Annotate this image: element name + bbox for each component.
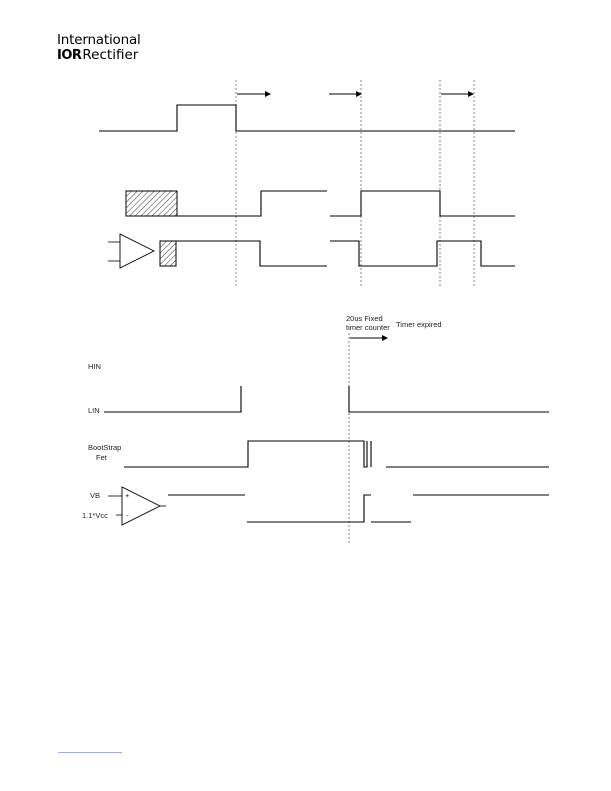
comparator-minus-sign: - <box>126 511 129 520</box>
bootstrap-label-line1: BootStrap <box>88 443 121 452</box>
timer-expired-label: Timer expired <box>396 320 442 329</box>
comparator-plus-sign: + <box>125 491 130 500</box>
lin-waveform-b <box>348 386 549 413</box>
vb-label: VB <box>90 491 100 500</box>
timer-label-line2: timer counter <box>346 323 390 332</box>
bootstrap-label-line2: Fet <box>96 453 108 462</box>
timer-label-line1: 20us Fixed <box>346 314 383 323</box>
bootstrap-waveform-a <box>124 440 368 468</box>
upper-waveform-1 <box>99 104 515 132</box>
upper-waveform-3a <box>176 240 327 267</box>
ior-logo-mark: IOR <box>57 47 82 63</box>
upper-hatched-block-2 <box>159 240 177 267</box>
upper-waveform-2b <box>330 190 515 217</box>
logo-text-international: International <box>57 32 141 48</box>
company-logo: International IORRectifier <box>57 32 141 63</box>
hin-label: HIN <box>88 362 101 371</box>
lower-timing-diagram: 20us Fixed timer counter Timer expired H… <box>82 314 549 543</box>
footer-link-underline <box>58 752 122 753</box>
upper-timing-diagram <box>99 80 515 287</box>
upper-waveform-3b <box>330 240 515 267</box>
upper-comparator-icon <box>119 233 156 269</box>
lin-label: LIN <box>88 406 100 415</box>
logo-text-rectifier: IORRectifier <box>57 46 141 63</box>
upper-waveform-2a <box>177 190 327 217</box>
comparator-waveform-b <box>247 494 371 523</box>
vcc-ref-label: 1.1*Vcc <box>82 511 108 520</box>
upper-hatched-block-1 <box>125 190 178 217</box>
lower-comparator-icon <box>121 486 162 526</box>
lin-waveform-a <box>104 386 242 413</box>
logo-rectifier-word: Rectifier <box>82 46 139 63</box>
